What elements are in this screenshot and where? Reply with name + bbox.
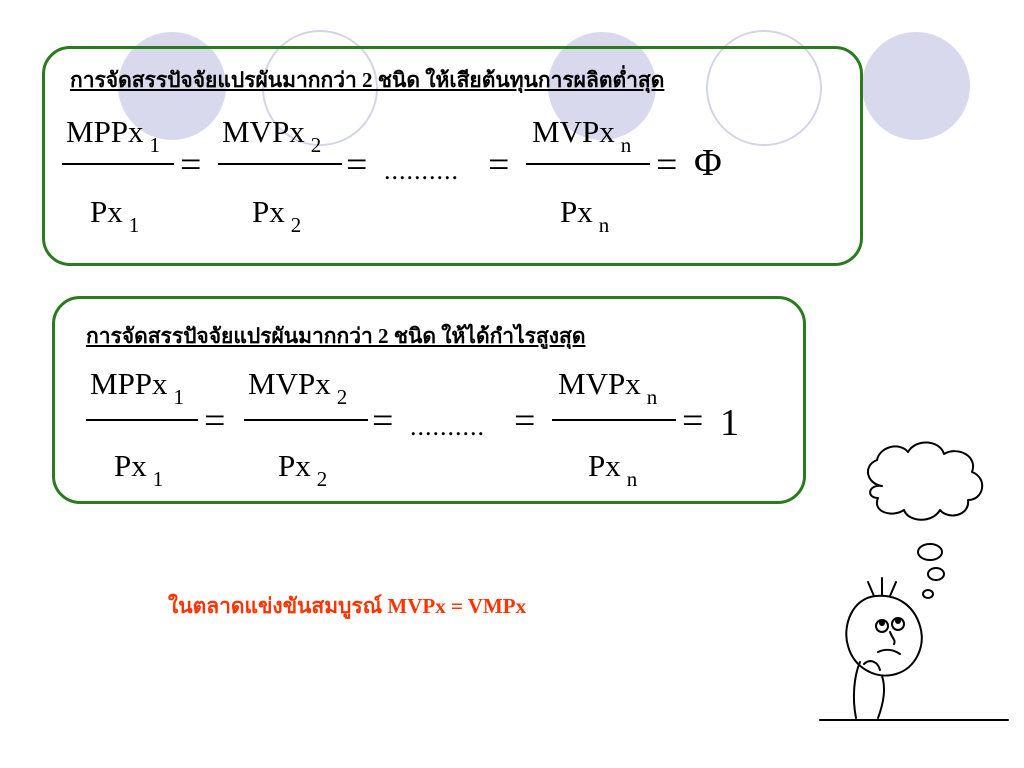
decor-ring-1: [262, 30, 378, 146]
formula-box-max-profit: [52, 296, 806, 504]
box1-heading: การจัดสรรปัจจัยแปรผันมากกว่า 2 ชนิด ให้เ…: [70, 68, 665, 92]
perfect-competition-note: ในตลาดแข่งขันสมบูรณ์ MVPx = VMPx: [168, 594, 527, 618]
box1-equals-1: =: [180, 144, 202, 186]
box1-ellipsis: ..........: [384, 156, 459, 185]
decor-circle-3: [862, 32, 970, 140]
box2-equals-3: =: [514, 400, 536, 442]
thinking-cartoon-icon: [812, 436, 1012, 741]
box2-frac1-bar: [86, 419, 198, 421]
box2-heading: การจัดสรรปัจจัยแปรผันมากกว่า 2 ชนิด ให้ไ…: [86, 324, 586, 348]
box1-frac3-bar: [526, 163, 650, 165]
decor-ring-2: [706, 30, 822, 146]
box1-equals-2: =: [346, 144, 368, 186]
box1-equals-3: =: [488, 144, 510, 186]
box1-result-phi: Φ: [694, 142, 722, 184]
box2-equals-4: =: [682, 400, 704, 442]
box1-equals-4: =: [656, 144, 678, 186]
box2-equals-1: =: [204, 400, 226, 442]
decor-circle-1: [118, 32, 226, 140]
box2-frac2-bar: [244, 419, 368, 421]
decor-circle-2: [548, 32, 656, 140]
formula-box-min-cost: [42, 46, 863, 266]
box2-equals-2: =: [372, 400, 394, 442]
box2-result-one: 1: [720, 402, 739, 444]
box1-frac1-bar: [62, 163, 174, 165]
box1-frac2-bar: [218, 163, 342, 165]
box2-ellipsis: ..........: [410, 412, 485, 441]
box2-frac3-bar: [552, 419, 676, 421]
